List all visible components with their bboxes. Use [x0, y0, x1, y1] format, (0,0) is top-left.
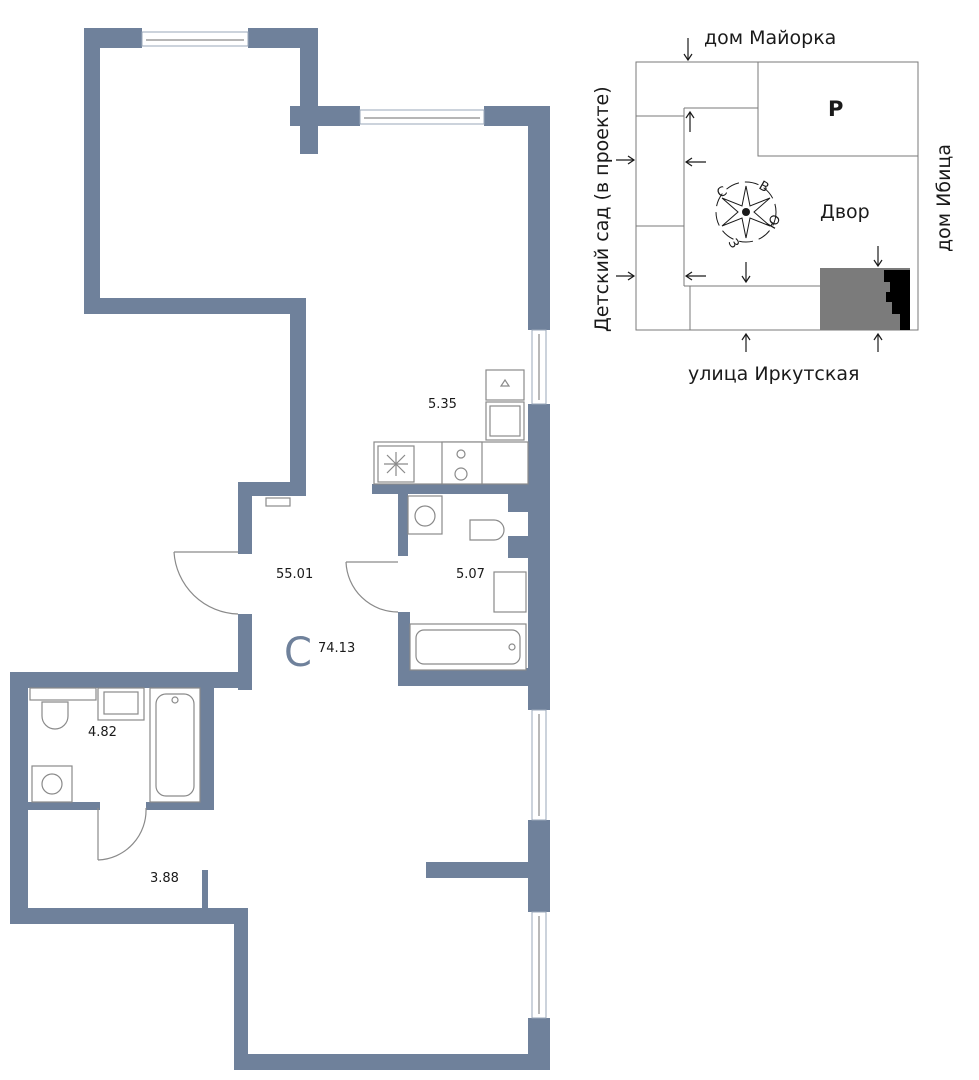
- yard-label: Двор: [820, 201, 870, 223]
- parking-label: Р: [828, 97, 843, 121]
- compass-s: Ю: [764, 212, 784, 232]
- doors: [97, 551, 399, 861]
- fixtures: [29, 369, 529, 803]
- west-label: Детский сад (в проекте): [591, 86, 613, 332]
- compass-w: З: [725, 237, 742, 252]
- north-label: дом Майорка: [704, 27, 836, 49]
- arrows: [616, 38, 883, 352]
- area-bathroom-1: 5.07: [456, 567, 485, 582]
- windows: [141, 31, 547, 1019]
- south-label: улица Иркутская: [688, 363, 859, 385]
- area-hall: 3.88: [150, 871, 179, 886]
- apartment-type-letter: С: [284, 630, 312, 676]
- area-bathroom-2: 4.82: [88, 725, 117, 740]
- unit-marker: [884, 270, 910, 330]
- east-label: дом Ибица: [933, 144, 955, 252]
- compass-n: С: [715, 184, 730, 202]
- total-area: 74.13: [318, 641, 355, 656]
- compass-rose-icon: С В Ю З: [715, 178, 785, 251]
- area-labels: 5.35 55.01 5.07 4.82 3.88 С 74.13: [88, 397, 485, 886]
- area-living-room: 55.01: [276, 567, 313, 582]
- area-kitchen: 5.35: [428, 397, 457, 412]
- site-plan: Р Двор дом Майорка улица Иркутская Детск…: [591, 27, 955, 385]
- walls: [10, 28, 550, 1070]
